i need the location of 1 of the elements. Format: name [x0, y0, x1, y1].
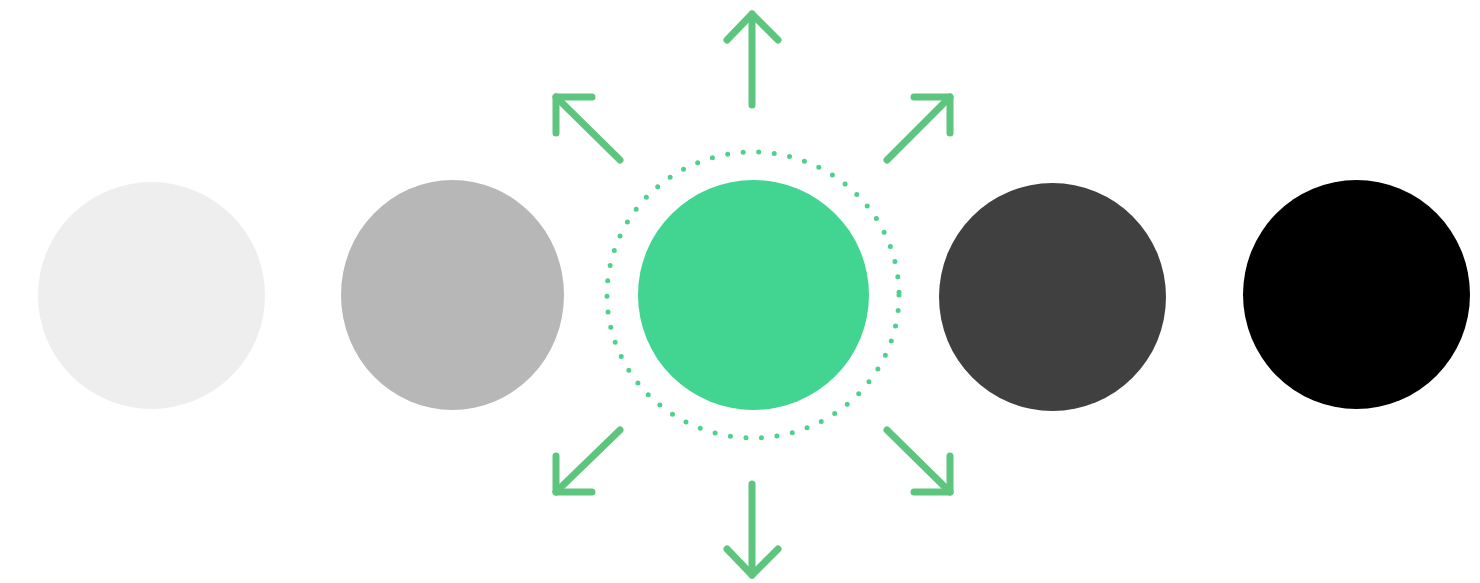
dotted-ring: [604, 149, 902, 441]
